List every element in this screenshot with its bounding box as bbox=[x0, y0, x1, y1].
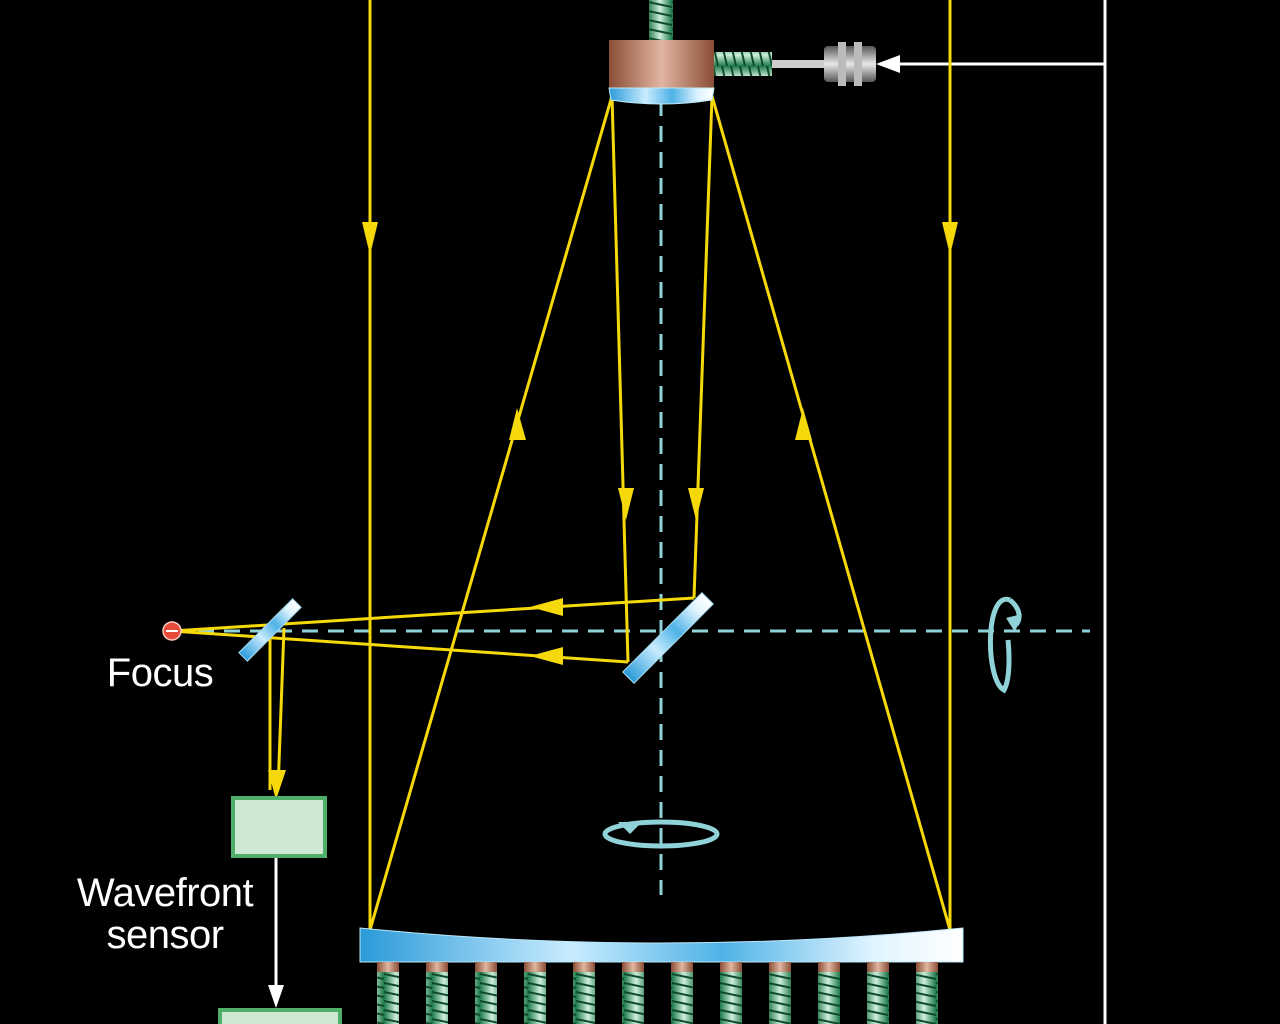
light-rays bbox=[171, 0, 952, 931]
up-arrow-icon bbox=[509, 408, 526, 440]
screw-actuator-icon bbox=[769, 962, 791, 1024]
screw-actuator-icon bbox=[867, 962, 889, 1024]
screw-actuator-icon bbox=[916, 962, 938, 1024]
elevation-rotation-arrow-icon bbox=[988, 596, 1022, 694]
secondary-top-actuator bbox=[649, 0, 673, 40]
screw-actuator-icon bbox=[818, 962, 840, 1024]
wavefront-sensor-label-line2: sensor bbox=[106, 913, 224, 957]
beam-splitter bbox=[238, 598, 302, 662]
left-arrow-icon bbox=[530, 598, 563, 616]
azimuth-rotation-arrow-icon bbox=[602, 819, 720, 849]
primary-actuator-array bbox=[377, 962, 938, 1024]
optical-axes bbox=[172, 100, 1090, 895]
sensor-output-line bbox=[268, 858, 284, 1008]
primary-mirror-assembly bbox=[359, 927, 964, 1024]
focus-label: Focus bbox=[106, 651, 214, 695]
screw-actuator-icon bbox=[524, 962, 546, 1024]
up-arrow-icon bbox=[795, 408, 812, 440]
secondary-mount bbox=[609, 40, 714, 88]
tertiary-mirror bbox=[622, 592, 714, 684]
screw-actuator-icon bbox=[720, 962, 742, 1024]
ray-arrowheads bbox=[268, 222, 958, 800]
wavefront-sensor-label-line1: Wavefront bbox=[76, 871, 254, 915]
down-arrow-icon bbox=[362, 222, 378, 255]
feedback-arrow-icon bbox=[876, 55, 900, 73]
control-computer-box bbox=[218, 1008, 342, 1024]
screw-actuator-icon bbox=[475, 962, 497, 1024]
piston-actuator-icon bbox=[824, 42, 876, 86]
secondary-mirror-assembly bbox=[608, 0, 876, 105]
left-arrow-icon bbox=[530, 647, 563, 665]
down-arrow-icon bbox=[268, 770, 286, 800]
wavefront-sensor bbox=[231, 796, 327, 858]
down-arrow-icon bbox=[618, 488, 634, 520]
screw-actuator-icon bbox=[573, 962, 595, 1024]
screw-actuator-icon bbox=[426, 962, 448, 1024]
secondary-mirror bbox=[608, 87, 715, 105]
down-arrow-icon bbox=[268, 985, 284, 1008]
secondary-side-actuator bbox=[714, 52, 772, 76]
down-arrow-icon bbox=[942, 222, 958, 255]
wavefront-sensor-label: Wavefront sensor bbox=[56, 872, 274, 956]
feedback-loop-line bbox=[876, 0, 1107, 1024]
down-arrow-icon bbox=[688, 488, 704, 520]
primary-mirror bbox=[359, 927, 964, 963]
focus-point bbox=[162, 621, 182, 641]
screw-actuator-icon bbox=[377, 962, 399, 1024]
screw-actuator-icon bbox=[622, 962, 644, 1024]
screw-actuator-icon bbox=[671, 962, 693, 1024]
